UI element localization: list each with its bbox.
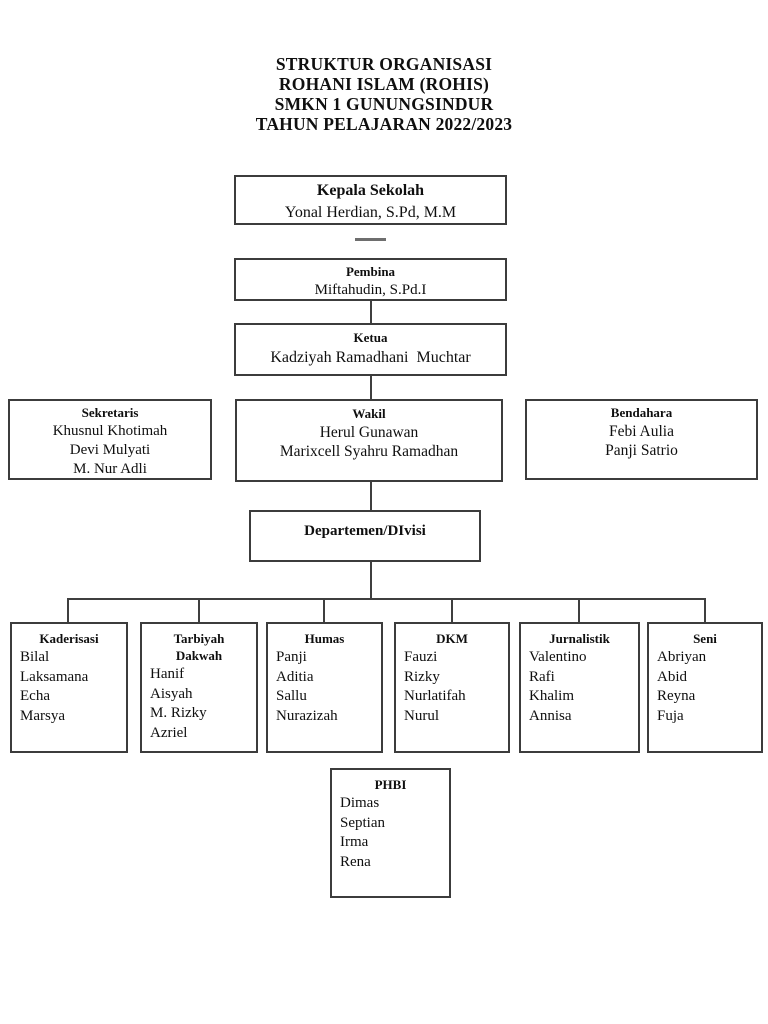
node-sekretaris: Sekretaris Khusnul Khotimah Devi Mulyati…	[8, 399, 212, 480]
member-name: Dimas	[340, 795, 380, 811]
division-members: Valentino Rafi Khalim Annisa	[521, 647, 638, 726]
connector-drop-humas	[323, 598, 325, 622]
division-role: Seni	[693, 631, 717, 646]
division-members: Abriyan Abid Reyna Fuja	[649, 647, 761, 726]
member-name: Yonal Herdian, S.Pd, M.M	[284, 204, 457, 221]
title-line-4: TAHUN PELAJARAN 2022/2023	[255, 114, 513, 134]
member-name: Rizky	[404, 668, 440, 685]
member-name: Nurazizah	[276, 707, 338, 724]
division-role: Humas	[304, 631, 345, 646]
division-members: Fauzi Rizky Nurlatifah Nurul	[396, 647, 508, 726]
node-ketua: Ketua Kadziyah Ramadhani Muchtar	[234, 323, 507, 376]
connector-drop-kaderisasi	[67, 598, 69, 622]
member-name: Herul Gunawan	[319, 424, 419, 441]
node-role: Kepala Sekolah	[316, 182, 425, 199]
member-name: Febi Aulia	[608, 423, 674, 440]
node-division-seni: Seni Abriyan Abid Reyna Fuja	[647, 622, 763, 753]
node-role: Sekretaris	[81, 405, 139, 420]
connector-dash	[355, 238, 386, 241]
node-kepala-sekolah: Kepala Sekolah Yonal Herdian, S.Pd, M.M	[234, 175, 507, 225]
connector-ketua-wakil	[370, 376, 372, 399]
node-division-kaderisasi: Kaderisasi Bilal Laksamana Echa Marsya	[10, 622, 128, 753]
member-name: Rena	[340, 853, 371, 870]
member-name: Irma	[340, 834, 369, 850]
node-division-humas: Humas Panji Aditia Sallu Nurazizah	[266, 622, 383, 753]
node-departemen: Departemen/DIvisi	[249, 510, 481, 562]
node-role: Ketua	[353, 330, 388, 345]
member-name: Nurul	[404, 707, 439, 724]
node-role: Pembina	[345, 264, 396, 279]
node-division-jurnalistik: Jurnalistik Valentino Rafi Khalim Annisa	[519, 622, 640, 753]
member-name: Aditia	[276, 668, 314, 685]
division-role: DKM	[436, 631, 468, 646]
member-name: Miftahudin, S.Pd.I	[314, 282, 427, 298]
connector-drop-tarbiyah	[198, 598, 200, 622]
member-name: Rafi	[529, 668, 555, 685]
member-name: Marixcell Syahru Ramadhan	[279, 443, 459, 460]
connector-branch-horizontal	[67, 598, 706, 600]
title-line-2: ROHANI ISLAM (ROHIS)	[278, 74, 490, 94]
member-name: Sallu	[276, 688, 307, 704]
member-name: Khalim	[529, 688, 574, 704]
node-division-tarbiyah-dakwah: Tarbiyah Dakwah Hanif Aisyah M. Rizky Az…	[140, 622, 258, 753]
member-name: Fuja	[657, 707, 684, 724]
node-division-phbi: PHBI Dimas Septian Irma Rena	[330, 768, 451, 898]
member-name: Azriel	[150, 724, 188, 741]
member-name: Nurlatifah	[404, 688, 466, 704]
member-name: Septian	[340, 814, 385, 831]
member-name: Bilal	[20, 649, 50, 665]
member-name: Laksamana	[20, 668, 89, 685]
connector-departemen-branch	[370, 562, 372, 600]
connector-drop-jurnalistik	[578, 598, 580, 622]
member-name: Valentino	[529, 649, 587, 665]
title-line-1: STRUKTUR ORGANISASI	[275, 54, 493, 74]
member-name: Kadziyah Ramadhani Muchtar	[270, 349, 471, 366]
division-members: Bilal Laksamana Echa Marsya	[12, 647, 126, 726]
node-bendahara: Bendahara Febi Aulia Panji Satrio	[525, 399, 758, 480]
division-members: Hanif Aisyah M. Rizky Azriel	[142, 664, 256, 743]
division-role: Jurnalistik	[549, 631, 610, 646]
member-name: Khusnul Khotimah	[52, 423, 168, 439]
division-members: Panji Aditia Sallu Nurazizah	[268, 647, 381, 726]
title-line-3: SMKN 1 GUNUNGSINDUR	[274, 94, 494, 114]
node-division-dkm: DKM Fauzi Rizky Nurlatifah Nurul	[394, 622, 510, 753]
member-name: M. Nur Adli	[73, 461, 147, 477]
member-name: Echa	[20, 688, 50, 704]
connector-pembina-ketua	[370, 301, 372, 323]
page-title: STRUKTUR ORGANISASI ROHANI ISLAM (ROHIS)…	[0, 54, 768, 134]
member-name: Fauzi	[404, 649, 438, 665]
connector-wakil-departemen	[370, 482, 372, 510]
node-pembina: Pembina Miftahudin, S.Pd.I	[234, 258, 507, 301]
division-role: Kaderisasi	[39, 631, 99, 646]
node-wakil: Wakil Herul Gunawan Marixcell Syahru Ram…	[235, 399, 503, 482]
member-name: Marsya	[20, 707, 65, 724]
member-name: Annisa	[529, 707, 572, 724]
member-name: Abid	[657, 668, 687, 685]
division-role: PHBI	[374, 777, 407, 792]
member-name: Reyna	[657, 688, 696, 704]
connector-drop-seni	[704, 598, 706, 622]
member-name: Abriyan	[657, 649, 707, 665]
member-name: Panji Satrio	[605, 442, 678, 459]
division-members: Dimas Septian Irma Rena	[332, 793, 449, 872]
connector-drop-dkm	[451, 598, 453, 622]
member-name: Panji	[276, 649, 307, 665]
node-role: Bendahara	[610, 405, 673, 420]
member-name: Aisyah	[150, 685, 193, 702]
member-name: Hanif	[150, 666, 185, 682]
member-name: M. Rizky	[150, 705, 207, 721]
member-name: Devi Mulyati	[69, 442, 151, 458]
node-role: Wakil	[352, 406, 386, 421]
division-role: Tarbiyah Dakwah	[173, 631, 225, 663]
node-role: Departemen/DIvisi	[304, 523, 426, 539]
